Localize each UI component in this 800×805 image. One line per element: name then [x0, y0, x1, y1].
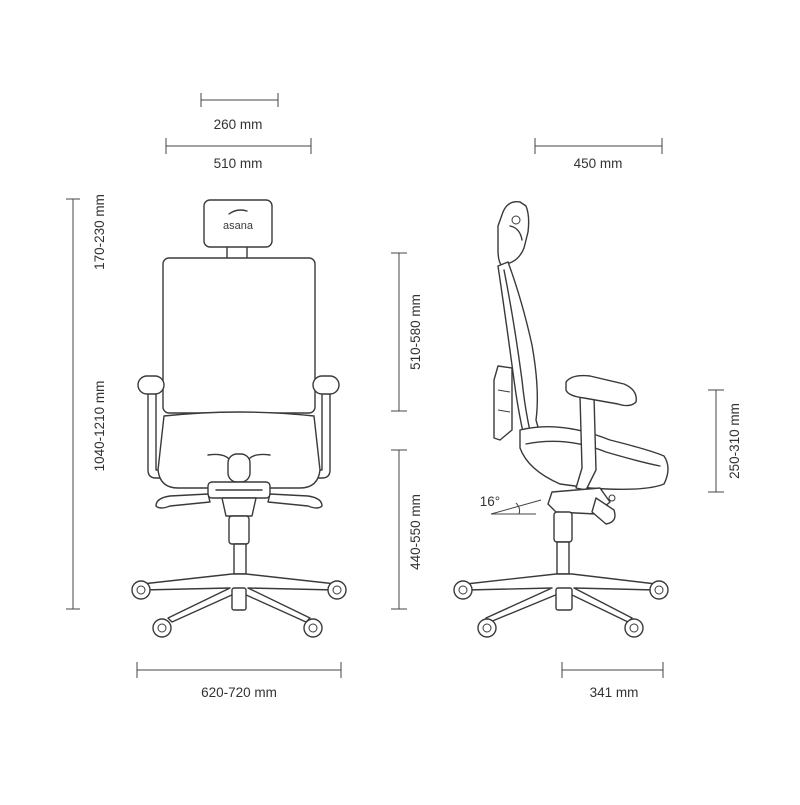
front-headrest: asana [203, 199, 273, 248]
label-tilt-angle: 16° [480, 494, 500, 509]
caster-icon [624, 618, 644, 638]
label-seat-height: 440-550 mm [408, 494, 423, 570]
dim-tilt-angle: 16° [480, 494, 542, 515]
caster-icon [327, 580, 347, 600]
caster-icon [131, 580, 151, 600]
dim-seat-height: 440-550 mm [391, 449, 423, 610]
side-armrest [565, 374, 637, 407]
caster-icon [453, 580, 473, 600]
brand-logo-icon [228, 209, 248, 215]
label-armrest-height: 250-310 mm [727, 403, 742, 479]
label-base-offset: 341 mm [590, 685, 639, 700]
label-seat-width: 510 mm [214, 156, 263, 171]
side-chair [453, 201, 669, 638]
front-left-armrest [137, 375, 165, 395]
dim-seat-depth: 450 mm [534, 138, 663, 171]
side-headrest [497, 201, 530, 267]
label-base-diameter: 620-720 mm [201, 685, 277, 700]
dim-backrest-height: 510-580 mm [391, 252, 423, 412]
dim-total-height: 170-230 mm 1040-1210 mm [66, 194, 107, 610]
dim-headrest-width: 260 mm [200, 93, 279, 132]
caster-icon [477, 618, 497, 638]
brand-logo-text: asana [223, 220, 254, 232]
front-backrest [162, 257, 316, 414]
front-right-armrest [312, 375, 340, 395]
dim-armrest-height: 250-310 mm [708, 389, 742, 493]
front-seat [157, 411, 321, 489]
label-headrest-height: 170-230 mm [92, 194, 107, 270]
label-backrest-height: 510-580 mm [408, 294, 423, 370]
label-total-height: 1040-1210 mm [92, 381, 107, 472]
caster-icon [303, 618, 323, 638]
caster-icon [649, 580, 669, 600]
dim-base-offset: 341 mm [561, 662, 664, 700]
label-seat-depth: 450 mm [574, 156, 623, 171]
caster-icon [152, 618, 172, 638]
label-headrest-width: 260 mm [214, 117, 263, 132]
front-chair: asana [131, 199, 347, 638]
dim-seat-width: 510 mm [165, 138, 312, 171]
dim-base-diameter: 620-720 mm [136, 662, 342, 700]
